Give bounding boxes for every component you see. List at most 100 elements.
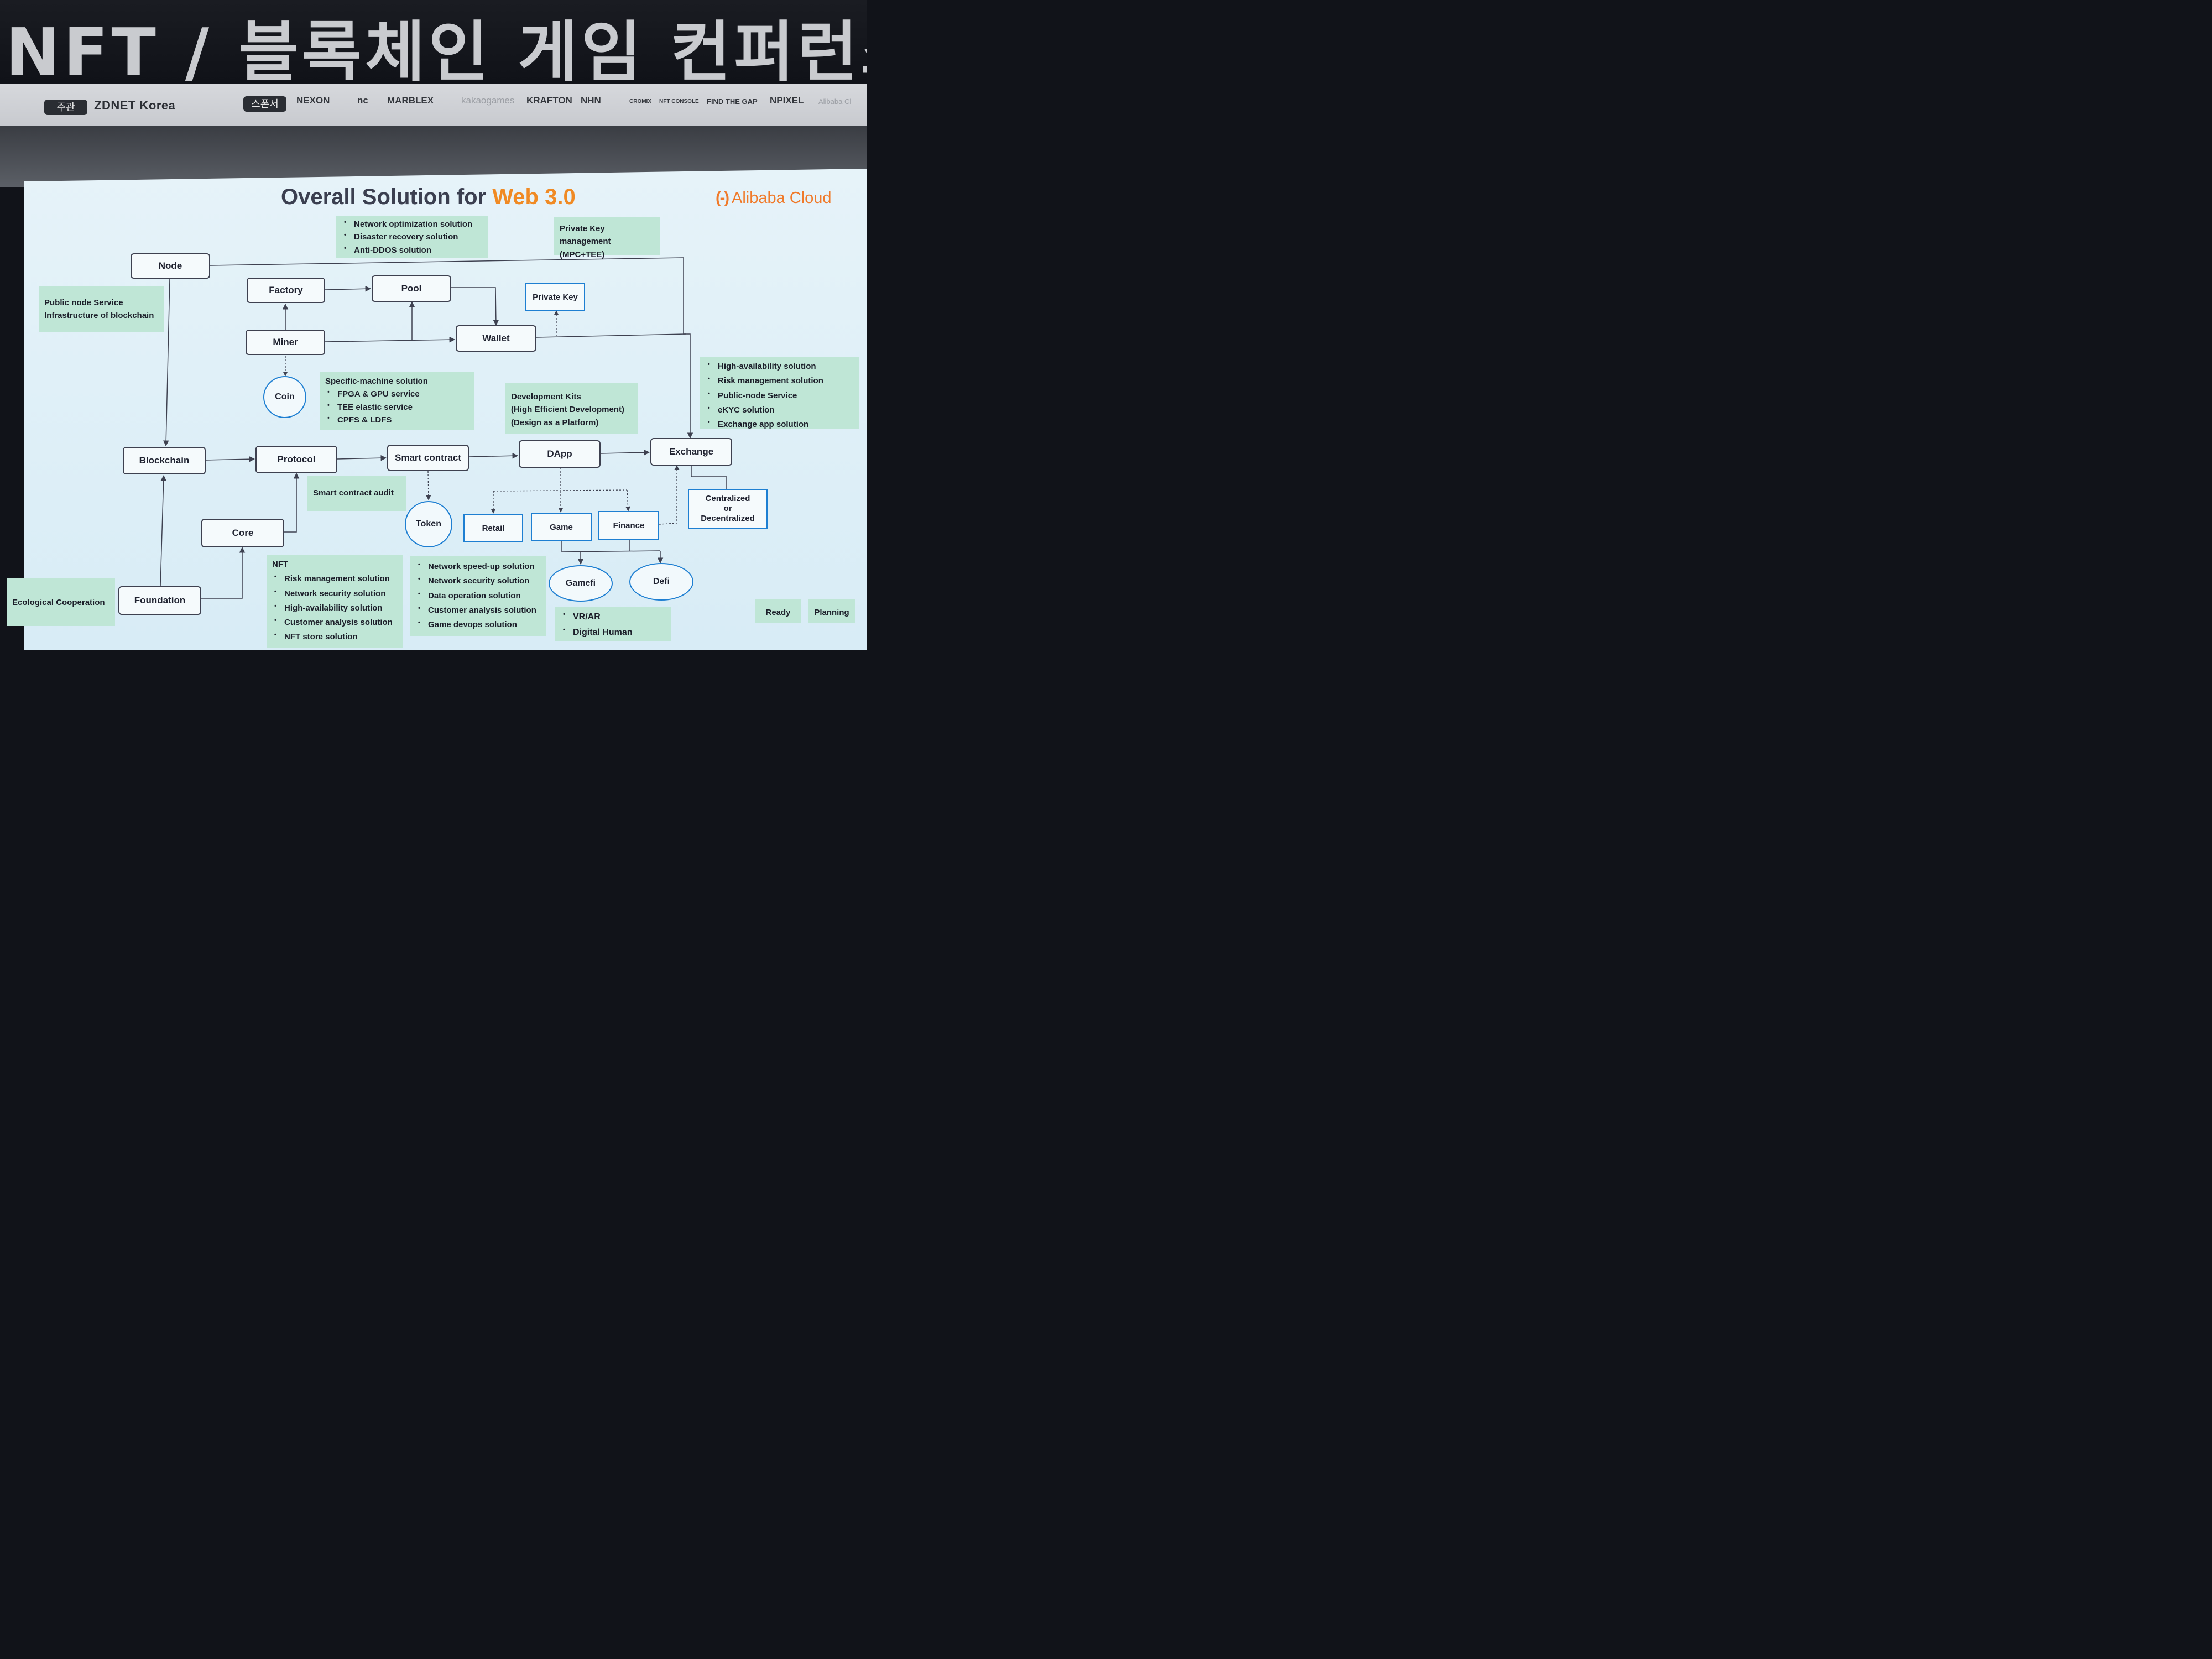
- note-item: Disaster recovery solution: [344, 231, 482, 243]
- defi-ellipse: Defi: [629, 563, 693, 601]
- note-item: CPFS & LDFS: [327, 414, 469, 426]
- legend-planning: Planning: [808, 599, 855, 623]
- note-line: Private Key management: [560, 224, 611, 247]
- retail-box: Retail: [463, 514, 523, 542]
- connector-core-protocol: [284, 472, 300, 533]
- node-box: Node: [131, 253, 210, 279]
- note-nft: NFT Risk management solution Network sec…: [267, 555, 403, 648]
- connector-smart-contract-token: [426, 471, 431, 500]
- alibaba-cloud-icon: (-): [716, 189, 729, 207]
- dapp-box: DApp: [519, 440, 601, 468]
- connector-wallet-exchange: [536, 333, 686, 338]
- note-ecological-cooperation: Ecological Cooperation: [7, 578, 115, 626]
- sponsor-logo: kakaogames: [461, 95, 515, 106]
- connector-finance: [625, 489, 631, 512]
- banner-title: NFT / 블록체인 게임 컨퍼런스: [6, 14, 867, 83]
- centralized-box: Centralized or Decentralized: [688, 489, 768, 529]
- connector-smart-contract-dapp: [468, 452, 519, 459]
- centralized-line: Centralized: [705, 494, 750, 503]
- note-item: Risk management solution: [708, 374, 854, 388]
- centralized-line: Decentralized: [701, 514, 755, 523]
- connector-dapp-branches: [493, 489, 628, 492]
- note-public-node: Public node Service Infrastructure of bl…: [39, 286, 164, 332]
- note-item: Customer analysis solution: [418, 603, 541, 618]
- note-item: Anti-DDOS solution: [344, 244, 482, 257]
- note-heading: NFT: [272, 560, 289, 569]
- centralized-line: or: [723, 504, 732, 513]
- sponsor-logo: Alibaba Cl: [818, 97, 852, 106]
- game-box: Game: [531, 513, 592, 541]
- note-vr-ar: VR/AR Digital Human: [555, 607, 671, 641]
- protocol-box: Protocol: [255, 446, 337, 473]
- connector-pool-wallet: [451, 287, 499, 326]
- connector-foundation-blockchain: [160, 474, 166, 587]
- connector-factory-pool: [325, 285, 372, 292]
- note-smart-contract-audit: Smart contract audit: [307, 476, 406, 511]
- note-item: Network optimization solution: [344, 218, 482, 231]
- sponsor-logo: FIND THE GAP: [707, 97, 758, 106]
- note-item: FPGA & GPU service: [327, 388, 469, 400]
- connector-game-gamefi: [561, 541, 661, 552]
- connector-exchange-centralized: [691, 466, 727, 489]
- sponsor-logo: NFT CONSOLE: [659, 98, 699, 105]
- connector-lines: [160, 257, 727, 599]
- note-item: TEE elastic service: [327, 401, 469, 414]
- token-circle: Token: [405, 501, 452, 547]
- note-item: Network security solution: [418, 574, 541, 588]
- miner-box: Miner: [246, 330, 325, 355]
- coin-circle: Coin: [263, 376, 306, 418]
- brand-name: Alibaba Cloud: [731, 189, 832, 207]
- note-item: eKYC solution: [708, 403, 854, 418]
- note-item: High-availability solution: [274, 601, 397, 615]
- sponsor-logo: CROMIX: [629, 98, 651, 105]
- note-network-top: Network optimization solution Disaster r…: [336, 216, 488, 258]
- connector-foundation-core: [201, 546, 246, 599]
- note-line: Infrastructure of blockchain: [44, 311, 154, 321]
- conference-banner: NFT / 블록체인 게임 컨퍼런스: [0, 0, 867, 83]
- note-line: (Design as a Platform): [511, 418, 599, 427]
- alibaba-cloud-logo: (-)Alibaba Cloud: [716, 189, 832, 207]
- note-item: Digital Human: [563, 625, 666, 640]
- sponsor-logo: NPIXEL: [770, 95, 804, 106]
- note-heading: Specific-machine solution: [325, 377, 428, 386]
- slide-title-prefix: Overall Solution for: [281, 185, 493, 209]
- note-specific-machine: Specific-machine solution FPGA & GPU ser…: [320, 372, 474, 430]
- note-development-kits: Development Kits (High Efficient Develop…: [505, 383, 638, 434]
- factory-box: Factory: [247, 278, 325, 303]
- slide: Overall Solution for Web 3.0 (-)Alibaba …: [0, 0, 867, 650]
- sponsor-logo: MARBLEX: [387, 95, 434, 106]
- host-name: ZDNET Korea: [94, 98, 176, 112]
- core-box: Core: [201, 519, 284, 547]
- connector-miner-wallet: [325, 336, 456, 343]
- sponsor-logo: nc: [357, 95, 368, 106]
- pool-box: Pool: [372, 275, 451, 302]
- finance-box: Finance: [598, 511, 659, 540]
- sponsor-bar: 주관 ZDNET Korea 스폰서 NEXON nc MARBLEX kaka…: [0, 84, 867, 126]
- note-network-bottom: Network speed-up solution Network securi…: [410, 556, 546, 636]
- note-item: Data operation solution: [418, 589, 541, 603]
- note-line: Development Kits: [511, 392, 581, 401]
- private-key-box: Private Key: [525, 283, 585, 311]
- note-item: VR/AR: [563, 609, 666, 625]
- note-line: (MPC+TEE): [560, 249, 605, 259]
- legend-ready: Ready: [755, 599, 801, 623]
- sponsor-logo: KRAFTON: [526, 95, 572, 106]
- slide-title: Overall Solution for Web 3.0: [281, 185, 576, 210]
- note-item: Network security solution: [274, 587, 397, 601]
- note-item: High-availability solution: [708, 359, 854, 374]
- note-item: Game devops solution: [418, 618, 541, 632]
- host-badge: 주관: [44, 100, 87, 115]
- note-item: Public-node Service: [708, 389, 854, 403]
- connector-dapp-exchange: [600, 449, 650, 456]
- note-item: NFT store solution: [274, 630, 397, 644]
- note-exchange-solutions: High-availability solution Risk manageme…: [700, 357, 859, 429]
- note-item: Risk management solution: [274, 572, 397, 586]
- sponsor-logo: NEXON: [296, 95, 330, 106]
- smart-contract-box: Smart contract: [387, 445, 469, 471]
- connector-finance-exchange: [659, 465, 680, 525]
- connector-protocol-smart-contract: [337, 455, 387, 461]
- exchange-box: Exchange: [650, 438, 732, 466]
- note-line: (High Efficient Development): [511, 405, 625, 415]
- connector-blockchain-protocol: [205, 456, 255, 462]
- note-item: Customer analysis solution: [274, 615, 397, 630]
